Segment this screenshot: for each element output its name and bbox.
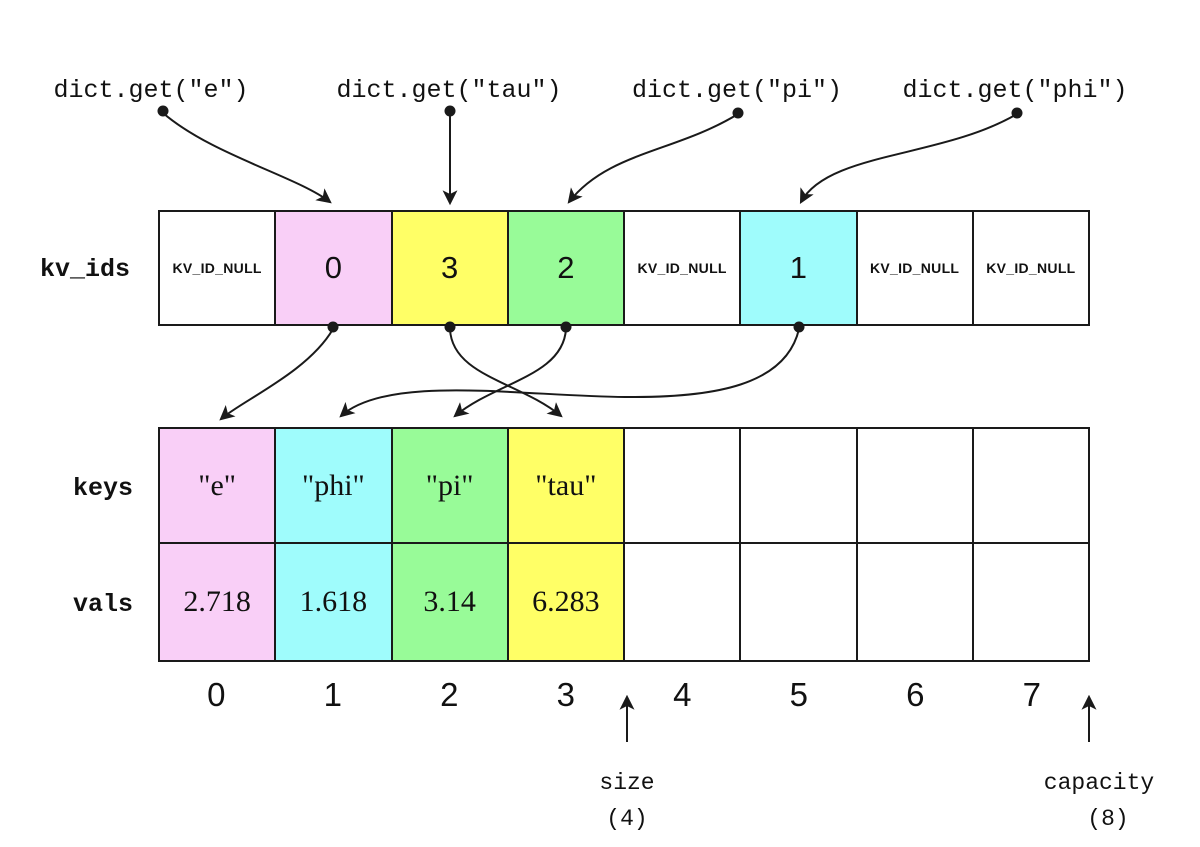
vals-cell-7 <box>973 544 1088 660</box>
keys-cell-2: "pi" <box>392 429 509 542</box>
kv-id-null-text: KV_ID_NULL <box>172 260 262 276</box>
kv-id-value: 0 <box>324 250 342 285</box>
key-text: "e" <box>198 468 237 502</box>
kv-ids-cell-6: KV_ID_NULL <box>857 212 974 324</box>
index-label-0: 0 <box>207 676 226 713</box>
index-label-3: 3 <box>556 676 575 713</box>
slot-arrow-2-to-key-2 <box>453 328 567 418</box>
get-arrow-phi <box>799 113 1018 204</box>
get-dot-pi <box>732 107 744 119</box>
keys-cell-7 <box>973 429 1088 542</box>
vals-cell-5 <box>741 544 858 660</box>
index-label-4: 4 <box>673 676 692 713</box>
val-text: 2.718 <box>183 585 251 618</box>
index-label-1: 1 <box>323 676 342 713</box>
get-call-label-tau: dict.get("tau") <box>336 76 562 105</box>
key-text: "tau" <box>535 468 597 502</box>
keys-cell-5 <box>741 429 858 542</box>
kv-id-value: 1 <box>789 250 807 285</box>
vals-cell-1: 1.618 <box>276 544 393 660</box>
index-row: 0 1 2 3 4 5 6 7 <box>158 676 1090 714</box>
vals-cell-4 <box>625 544 742 660</box>
keys-cell-6 <box>857 429 974 542</box>
keys-row-label: keys <box>73 474 134 503</box>
kv-id-value: 2 <box>557 250 575 285</box>
kv-ids-cell-5: 1 <box>741 212 858 324</box>
val-text: 3.14 <box>423 585 476 618</box>
slot-arrow-1-to-key-1 <box>339 328 800 418</box>
keys-row: "e" "phi" "pi" "tau" <box>158 427 1090 544</box>
kv-id-null-text: KV_ID_NULL <box>869 260 960 276</box>
index-label-2: 2 <box>440 676 459 713</box>
capacity-marker-label: capacity <box>1043 770 1155 796</box>
key-text: "pi" <box>425 468 474 502</box>
keys-cell-3: "tau" <box>508 429 625 542</box>
val-text: 6.283 <box>532 585 600 618</box>
get-arrow-pi <box>567 113 739 204</box>
vals-row: 2.718 1.618 3.14 6.283 <box>158 544 1090 662</box>
get-dot-tau <box>444 105 456 117</box>
kv-ids-cell-4: KV_ID_NULL <box>625 212 742 324</box>
slot-arrow-3-to-key-3 <box>449 328 563 418</box>
get-dot-phi <box>1011 107 1023 119</box>
keys-cell-1: "phi" <box>276 429 393 542</box>
get-arrow-e <box>162 112 332 204</box>
kv-ids-cell-2: 3 <box>392 212 509 324</box>
keys-cell-4 <box>625 429 742 542</box>
kv-ids-cell-7: KV_ID_NULL <box>973 212 1088 324</box>
vals-row-label: vals <box>73 590 134 619</box>
key-text: "phi" <box>301 468 365 502</box>
vals-cell-2: 3.14 <box>392 544 509 660</box>
get-call-label-pi: dict.get("pi") <box>631 76 843 105</box>
kv-id-null-text: KV_ID_NULL <box>637 260 727 276</box>
kv-ids-cell-3: 2 <box>508 212 625 324</box>
get-call-label-e: dict.get("e") <box>53 76 249 105</box>
kv-ids-row-label: kv_ids <box>40 255 131 284</box>
kv-ids-row: KV_ID_NULL 0 3 2 KV_ID_NULL 1 KV_ID_NULL… <box>158 210 1090 326</box>
size-marker-value: (4) <box>606 806 648 832</box>
keys-cell-0: "e" <box>160 429 277 542</box>
size-marker-label: size <box>599 770 655 796</box>
vals-cell-0: 2.718 <box>160 544 277 660</box>
vals-cell-6 <box>857 544 974 660</box>
index-label-5: 5 <box>789 676 808 713</box>
capacity-marker-value: (8) <box>1087 806 1129 832</box>
kv-id-null-text: KV_ID_NULL <box>986 260 1076 276</box>
val-text: 1.618 <box>299 585 368 618</box>
get-dot-e <box>157 105 169 117</box>
kv-ids-cell-0: KV_ID_NULL <box>160 212 277 324</box>
slot-arrow-0-to-key-0 <box>219 328 334 421</box>
index-label-7: 7 <box>1022 676 1041 713</box>
get-call-label-phi: dict.get("phi") <box>902 76 1128 105</box>
kv-id-value: 3 <box>441 250 459 285</box>
index-label-6: 6 <box>906 676 925 713</box>
vals-cell-3: 6.283 <box>508 544 625 660</box>
kv-ids-cell-1: 0 <box>276 212 393 324</box>
